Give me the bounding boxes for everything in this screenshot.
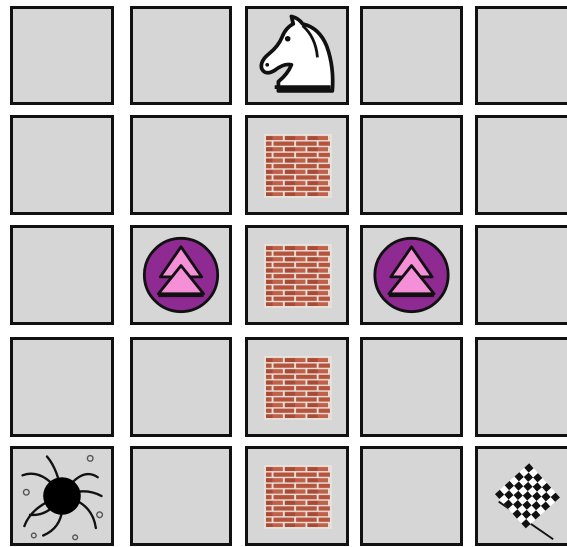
board-cell[interactable] (130, 6, 232, 105)
board-cell[interactable] (130, 225, 232, 325)
board-cell[interactable] (475, 115, 567, 215)
board-cell[interactable] (10, 115, 114, 215)
board-cell[interactable] (360, 6, 463, 105)
board-cell[interactable] (130, 115, 232, 215)
board-cell[interactable] (130, 337, 232, 437)
board-cell[interactable] (245, 446, 349, 546)
board-cell[interactable] (245, 115, 349, 215)
board-cell[interactable] (10, 446, 114, 546)
board-cell[interactable] (360, 337, 463, 437)
board-cell[interactable] (245, 6, 349, 105)
board-cell[interactable] (245, 337, 349, 437)
board-cell[interactable] (360, 446, 463, 546)
board-cell[interactable] (245, 225, 349, 325)
board-cell[interactable] (360, 115, 463, 215)
board-cell[interactable] (360, 225, 463, 325)
board-cell[interactable] (475, 337, 567, 437)
board-cell[interactable] (130, 446, 232, 546)
board-cell[interactable] (475, 6, 567, 105)
board-cell[interactable] (10, 225, 114, 325)
board-cell[interactable] (475, 446, 567, 546)
board-cell[interactable] (10, 6, 114, 105)
board-cell[interactable] (475, 225, 567, 325)
board-cell[interactable] (10, 337, 114, 437)
